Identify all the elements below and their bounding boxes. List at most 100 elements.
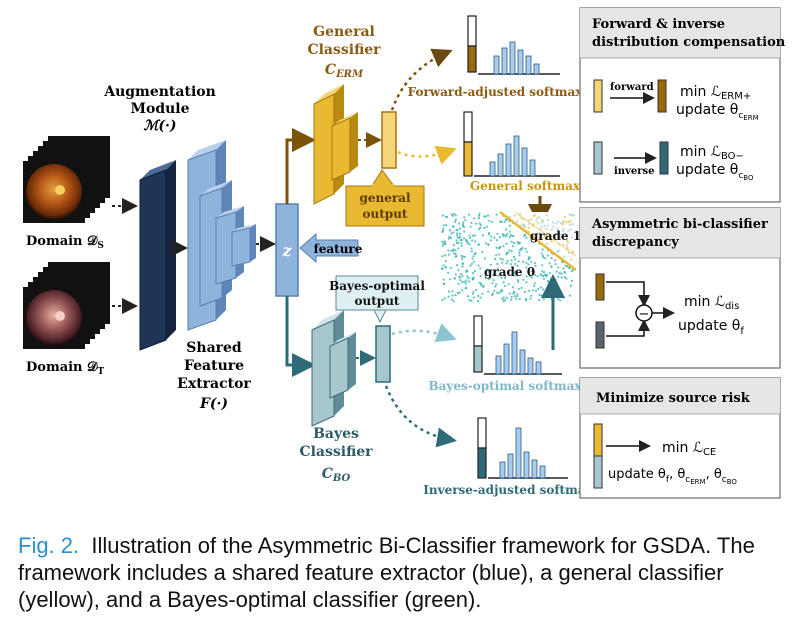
scatter-point: [471, 292, 475, 295]
scatter-point: [520, 286, 523, 289]
scatter-point: [448, 229, 452, 232]
scatter-point: [487, 290, 490, 293]
scatter-point: [458, 275, 461, 278]
scatter-point: [514, 295, 517, 298]
forward-softmax-label: Forward-adjusted softmax: [408, 85, 584, 99]
scatter-point: [529, 238, 533, 242]
scatter-point: [560, 276, 563, 279]
scatter-point: [504, 299, 507, 302]
panel-minimize-source-risk: [579, 377, 781, 499]
scatter-point: [473, 217, 476, 220]
scatter-point: [522, 218, 525, 221]
arrow-bayes-to-softmax: [391, 323, 457, 343]
scatter-point: [504, 276, 507, 279]
scatter-point: [525, 275, 528, 278]
scatter-point: [545, 236, 548, 240]
scatter-point: [550, 228, 553, 231]
scatter-point: [535, 220, 538, 223]
general-output-label-line2: output: [363, 207, 408, 221]
scatter-point: [558, 233, 562, 236]
panel3-bayes-vector: [593, 455, 603, 489]
scatter-point: [441, 299, 444, 302]
scatter-point: [450, 298, 454, 301]
scatter-point: [495, 213, 498, 216]
scatter-point: [494, 257, 497, 260]
scatter-point: [441, 244, 444, 247]
scatter-point: [464, 287, 467, 290]
scatter-point: [442, 278, 445, 281]
scatter-point: [463, 280, 466, 283]
scatter-point: [555, 222, 558, 225]
scatter-point: [469, 236, 472, 239]
scatter-point: [504, 218, 507, 221]
bayes-output-callout: [335, 275, 419, 324]
scatter-point: [459, 272, 462, 276]
scatter-point: [460, 238, 463, 242]
panel1-forward-target: [657, 79, 667, 113]
scatter-point: [565, 277, 568, 280]
scatter-point: [495, 254, 498, 257]
scatter-point: [468, 243, 471, 246]
scatter-point: [548, 271, 551, 274]
scatter-point: [482, 285, 485, 288]
scatter-point: [491, 220, 494, 224]
scatter-point: [510, 298, 513, 301]
scatter-point: [457, 247, 460, 250]
augmentation-title-line1: Augmentation: [103, 84, 216, 100]
scatter-point: [515, 220, 519, 223]
bayes-output-vector: [375, 325, 391, 383]
scatter-point: [524, 247, 527, 250]
panel2-title-line1: Asymmetric bi-classifier: [591, 217, 768, 232]
scatter-point: [472, 276, 475, 279]
scatter-point: [452, 249, 455, 252]
feature-extractor-block: [187, 140, 256, 331]
scatter-point: [486, 214, 490, 217]
scatter-point: [557, 266, 560, 269]
scatter-point: [546, 273, 549, 276]
scatter-point: [538, 293, 541, 296]
scatter-point: [489, 239, 492, 242]
panel2-subtract-sign: −: [639, 307, 650, 322]
scatter-point: [447, 253, 450, 256]
scatter-point: [452, 243, 455, 247]
scatter-point: [461, 263, 464, 266]
scatter-point: [466, 295, 470, 298]
scatter-point: [536, 217, 539, 220]
panel-distribution-compensation: [579, 7, 781, 203]
general-softmax-histogram: [463, 111, 560, 177]
scatter-point: [543, 294, 546, 297]
scatter-point: [549, 234, 552, 237]
scatter-point: [552, 235, 555, 238]
bayes-output-label-line2: output: [355, 294, 400, 308]
scatter-point: [529, 297, 532, 300]
scatter-point: [462, 221, 465, 224]
scatter-point: [519, 216, 522, 219]
scatter-point: [522, 225, 525, 228]
scatter-point: [563, 215, 567, 219]
scatter-point: [454, 249, 457, 252]
scatter-point: [525, 261, 528, 264]
scatter-point: [525, 281, 528, 284]
scatter-point: [464, 282, 467, 285]
scatter-point: [463, 237, 466, 240]
scatter-point: [533, 282, 536, 285]
scatter-point: [551, 221, 555, 224]
scatter-point: [537, 287, 540, 290]
domain-s-image-stack: [23, 136, 110, 223]
scatter-point: [505, 228, 508, 231]
scatter-point: [458, 232, 462, 235]
scatter-point: [530, 294, 533, 297]
scatter-point: [480, 282, 483, 285]
scatter-point: [496, 291, 499, 294]
scatter-point: [460, 244, 463, 247]
scatter-point: [496, 232, 499, 235]
scatter-point: [550, 257, 553, 260]
scatter-point: [528, 222, 531, 225]
grade0-label: grade 0: [484, 265, 535, 279]
grade1-label: grade 1: [530, 229, 581, 243]
scatter-point: [567, 251, 570, 254]
scatter-point: [571, 270, 574, 273]
scatter-point: [456, 236, 459, 239]
scatter-point: [546, 242, 549, 246]
panel3-update: update θf, θcERM, θcBO: [608, 467, 737, 486]
